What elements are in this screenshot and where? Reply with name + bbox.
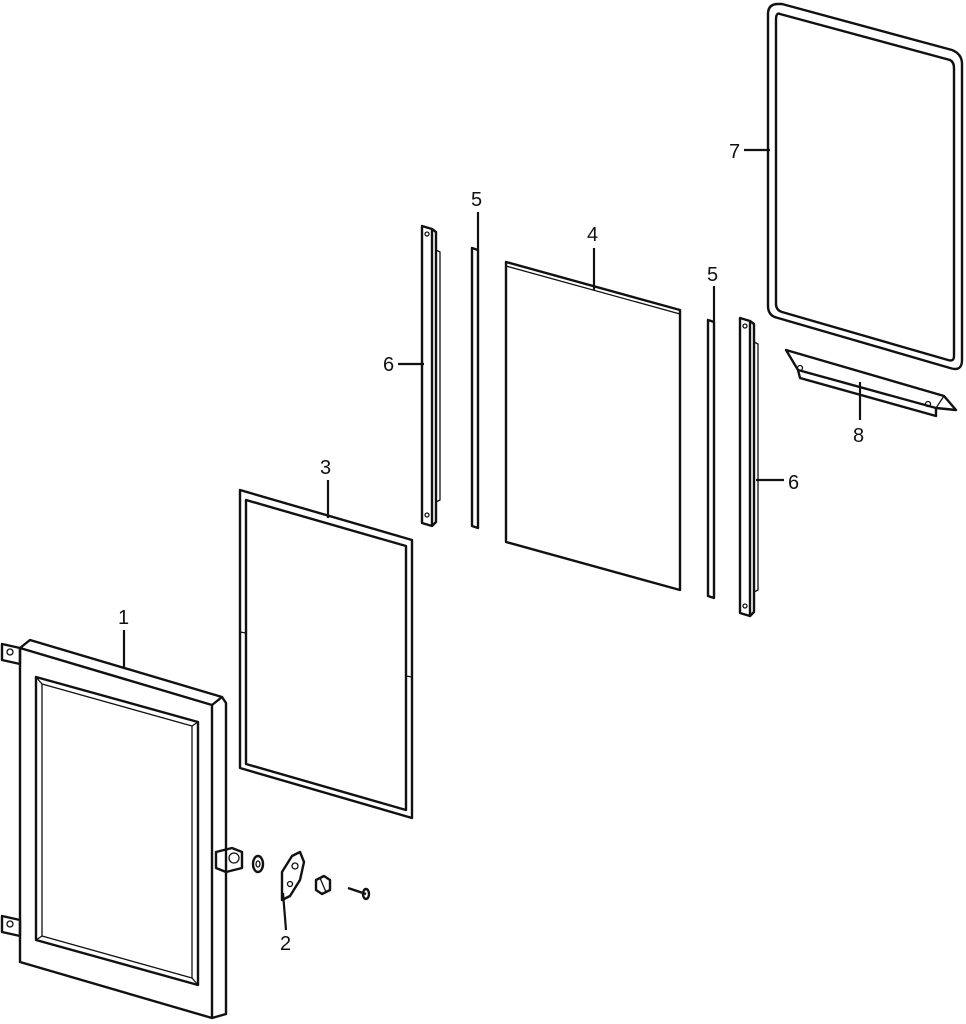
callout-part-5-left: 5 [471, 189, 482, 211]
part-outer-frame [744, 2, 964, 371]
callout-part-6-right: 6 [788, 472, 799, 494]
callout-part-8: 8 [853, 425, 864, 447]
callout-part-1: 1 [118, 607, 129, 629]
callout-part-7: 7 [729, 141, 740, 163]
part-side-rail-right [738, 316, 784, 618]
callout-part-4: 4 [587, 224, 598, 246]
part-spacer-strip-right [706, 286, 716, 600]
callout-part-6-left: 6 [383, 354, 394, 376]
callout-part-2: 2 [280, 933, 291, 955]
part-bottom-bracket [784, 348, 958, 420]
part-side-rail-left [398, 224, 441, 528]
part-glass-panel [504, 248, 682, 592]
part-door-frame [0, 638, 244, 1020]
part-spacer-strip-left [470, 212, 480, 530]
part-gasket [238, 480, 414, 820]
part-latch-hardware [251, 850, 371, 931]
callout-part-3: 3 [320, 457, 331, 479]
callout-part-5-right: 5 [707, 264, 718, 286]
